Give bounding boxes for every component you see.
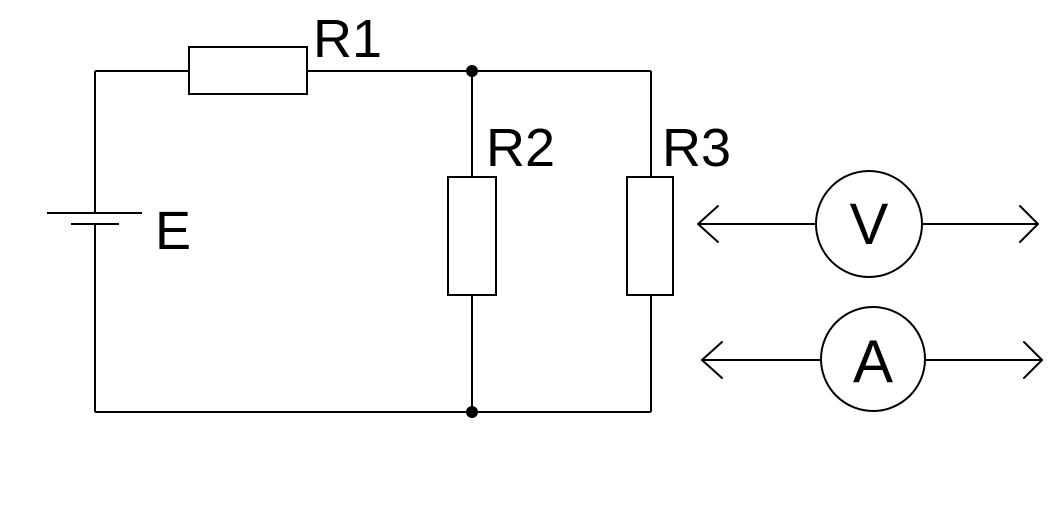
resistor-r3	[626, 176, 674, 296]
wires	[94, 70, 652, 413]
arrowhead-left-icon	[697, 205, 719, 243]
resistor-r1-label: R1	[313, 9, 382, 69]
battery-label: E	[155, 201, 191, 261]
resistor-r1	[188, 46, 308, 95]
arrowhead-right-icon	[1023, 341, 1043, 379]
resistor-r3-label: R3	[662, 118, 731, 178]
resistor-r2	[447, 176, 497, 296]
voltmeter-symbol: V	[850, 192, 889, 257]
junction-dot-top	[466, 65, 478, 77]
battery-symbol	[47, 212, 142, 225]
voltmeter-circle	[815, 170, 923, 278]
arrowhead-right-icon	[1019, 205, 1039, 243]
ammeter-group: A	[701, 306, 1043, 412]
ammeter-symbol: A	[853, 328, 893, 395]
arrowhead-left-icon	[701, 341, 723, 379]
ammeter-circle	[820, 306, 926, 412]
voltmeter-group: V	[697, 170, 1039, 278]
junction-dot-bottom	[466, 406, 478, 418]
resistor-r2-label: R2	[486, 118, 555, 178]
